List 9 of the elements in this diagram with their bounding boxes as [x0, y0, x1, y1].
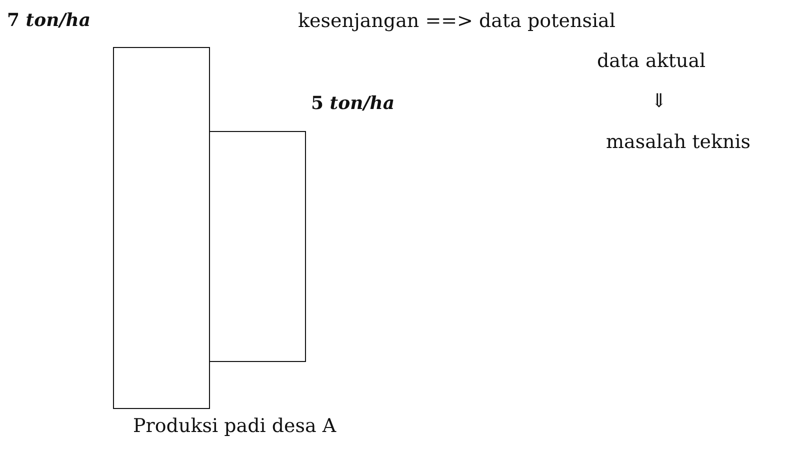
text-label: data aktual	[597, 50, 706, 72]
text-label: masalah teknis	[606, 131, 751, 153]
bar	[209, 131, 306, 362]
caption: Produksi padi desa A	[133, 415, 336, 437]
value-label: 5 ton/ha	[311, 93, 395, 114]
text-label: kesenjangan ==> data potensial	[298, 10, 616, 32]
bar	[113, 47, 210, 409]
value-label: 7 ton/ha	[7, 10, 91, 31]
text-label: ⇓	[651, 90, 667, 112]
